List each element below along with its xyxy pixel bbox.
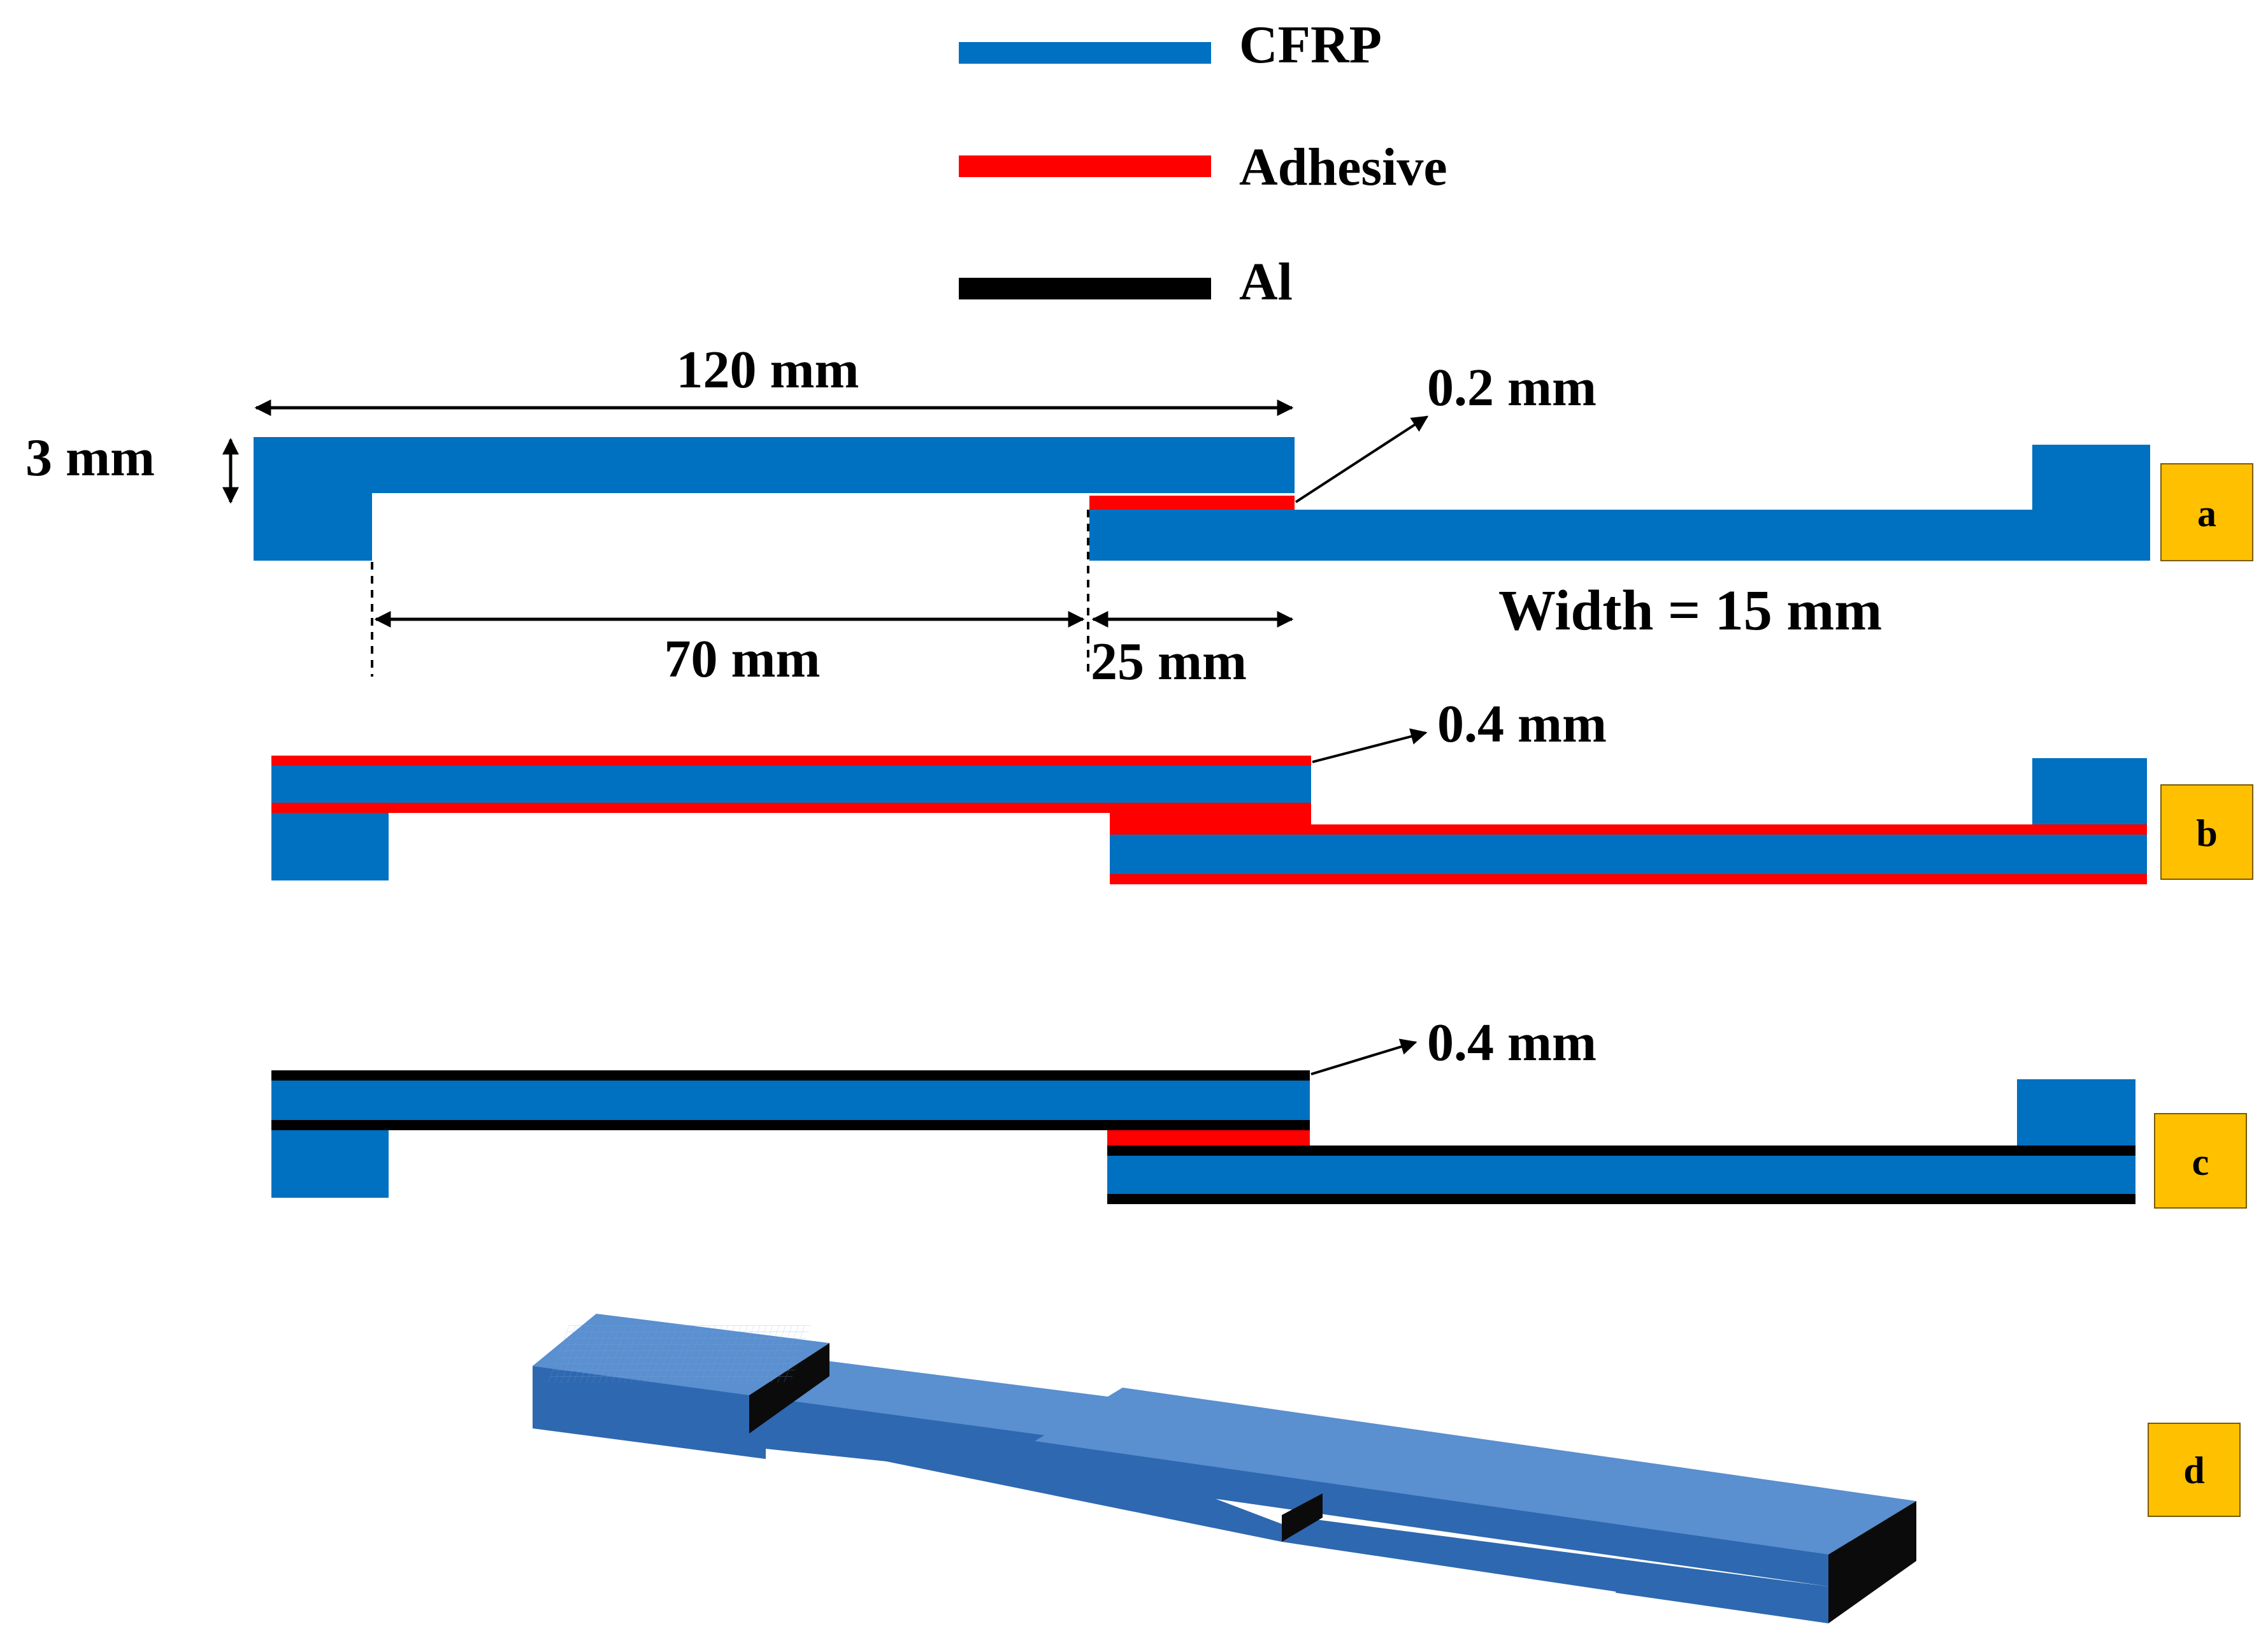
panel-c-adhesive-layer — [1107, 1130, 1310, 1146]
panel-a-right-tab — [2032, 445, 2150, 510]
panel-c-right-tab — [2017, 1079, 2135, 1146]
legend-swatch-cfrp — [959, 42, 1211, 64]
panel-d-left-tab-lower-front — [533, 1395, 766, 1459]
panel-b-left-tab — [271, 813, 389, 880]
panel-b-upper-adherend — [271, 766, 1311, 803]
panel-c-upper-adherend — [271, 1081, 1310, 1120]
panel-b-lower-bottom-film — [1110, 874, 2147, 884]
panel-c-label-box — [2154, 1113, 2247, 1209]
panel-d-label: d — [2183, 1449, 2204, 1491]
panel-b-adhesive-layer — [1110, 813, 1311, 824]
legend-label-adhesive: Adhesive — [1239, 138, 1447, 197]
panel-d-overlap-top — [1035, 1388, 1916, 1555]
panel-c-lower-adherend — [1107, 1156, 2135, 1194]
panel-d-left-tab-side — [749, 1343, 829, 1433]
panel-a-adhesive-leader-arrow — [1295, 415, 1429, 503]
panel-b-upper-top-film — [271, 756, 1311, 766]
panel-d-label-box — [2148, 1423, 2241, 1517]
panel-d-right-tab-front — [1616, 1561, 1828, 1623]
panel-b-upper-bottom-film — [271, 803, 1311, 813]
panel-b-adhesive-interlayer-joint: 0.4 mm b — [271, 694, 2253, 884]
panel-c-layer-leader-arrow — [1310, 1038, 1418, 1075]
panel-d-3d-specimen-model: d — [533, 1314, 2241, 1623]
panel-b-layer-thickness-label: 0.4 mm — [1437, 694, 1607, 754]
panel-b-label: b — [2196, 812, 2217, 854]
legend-label-al: Al — [1239, 252, 1293, 312]
panel-d-step-side — [1282, 1493, 1323, 1542]
panel-a-label: a — [2197, 492, 2216, 535]
panel-a-single-lap-joint: 120 mm 3 mm 0.2 mm 70 mm 25 mm Width = 1… — [25, 340, 2253, 691]
panel-a-lower-adherend — [1089, 510, 2150, 561]
panel-a-upper-adherend — [254, 437, 1295, 493]
legend-label-cfrp: CFRP — [1239, 15, 1382, 75]
panel-d-upper-adherend-top — [749, 1361, 1128, 1436]
panel-d-upper-adherend-front — [749, 1395, 1282, 1542]
panel-d-left-tab-front — [533, 1366, 749, 1433]
panel-a-left-tab — [254, 493, 372, 561]
legend-swatch-adhesive — [959, 155, 1211, 177]
panel-c-upper-bottom-sheet — [271, 1120, 1310, 1130]
panel-b-lower-top-film — [1110, 824, 2147, 835]
panel-d-overlap-front — [1035, 1441, 1828, 1586]
panel-d-right-end-side — [1828, 1501, 1916, 1623]
panel-b-layer-leader-arrow — [1312, 728, 1428, 763]
panel-a-label-box — [2160, 463, 2253, 561]
panel-c-aluminium-interlayer-joint: 0.4 mm c — [271, 1013, 2247, 1209]
panel-c-layer-thickness-label: 0.4 mm — [1427, 1013, 1597, 1072]
legend-swatch-al — [959, 278, 1211, 299]
panel-a-width-note: Width = 15 mm — [1498, 579, 1882, 642]
panel-a-adhesive-layer — [1089, 496, 1295, 510]
panel-b-right-tab — [2032, 758, 2147, 824]
panel-b-lower-adherend — [1110, 835, 2147, 874]
panel-c-left-tab — [271, 1130, 389, 1198]
legend: CFRP Adhesive Al — [959, 15, 1447, 312]
panel-a-overlap-label: 25 mm — [1091, 632, 1247, 691]
panel-c-lower-bottom-sheet — [1107, 1194, 2135, 1204]
panel-a-adhesive-thickness-label: 0.2 mm — [1427, 358, 1597, 417]
panel-c-lower-top-sheet — [1107, 1146, 2135, 1156]
panel-d-left-tab-texture — [548, 1325, 811, 1383]
panel-a-length-label: 120 mm — [677, 340, 859, 399]
panel-c-upper-top-sheet — [271, 1070, 1310, 1081]
panel-a-span-label: 70 mm — [664, 629, 821, 689]
panel-b-label-box — [2160, 784, 2253, 880]
panel-c-label: c — [2192, 1141, 2209, 1183]
panel-a-thickness-label: 3 mm — [25, 428, 155, 487]
